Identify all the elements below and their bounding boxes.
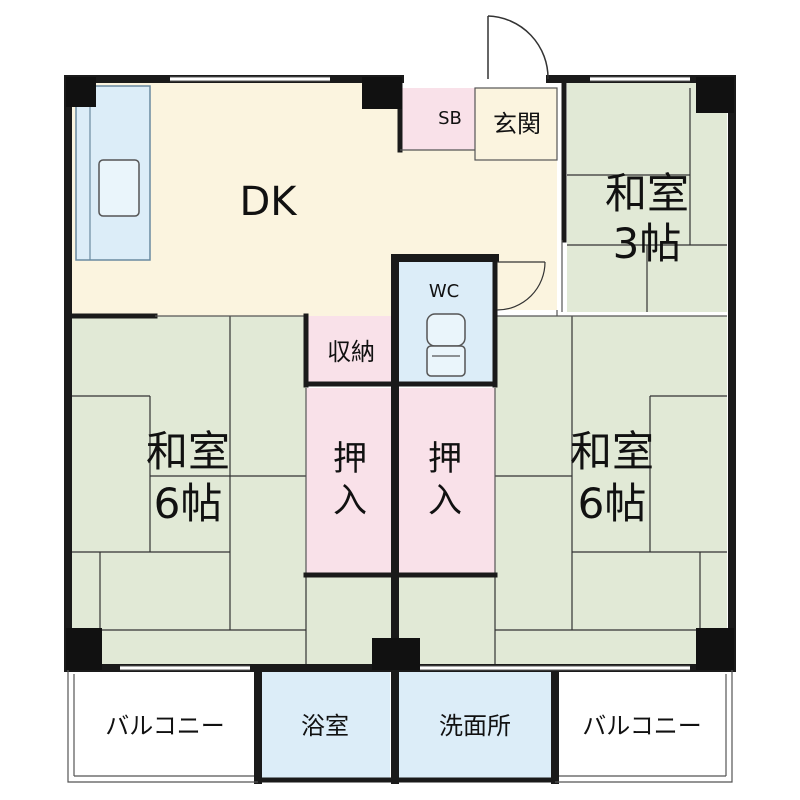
room-label-yokushitsu: 浴室 bbox=[301, 712, 349, 740]
room-label-balcony-right: バルコニー bbox=[582, 712, 702, 740]
room-label-washitsu-6-left-size: 6帖 bbox=[154, 479, 223, 528]
room-label-genkan: 玄関 bbox=[493, 110, 541, 138]
shuno-floor bbox=[306, 316, 395, 382]
room-label-oshiire-right-2: 入 bbox=[428, 481, 462, 521]
genkan-area bbox=[474, 87, 558, 161]
room-label-balcony-left: バルコニー bbox=[105, 712, 225, 740]
wc-door-swing-icon bbox=[496, 261, 546, 311]
room-label-shuno: 収納 bbox=[327, 338, 375, 366]
washitsu-6-right-floor bbox=[495, 316, 727, 666]
tatami-lines-3 bbox=[567, 88, 727, 312]
room-label-senmenjo: 洗面所 bbox=[439, 712, 511, 740]
room-label-oshiire-left-2: 入 bbox=[333, 481, 367, 521]
yokushitsu-floor bbox=[262, 670, 390, 780]
washitsu-6-left-floor bbox=[72, 316, 306, 666]
room-label-washitsu-6-right-size: 6帖 bbox=[578, 479, 647, 528]
room-label-sb: SB bbox=[438, 108, 462, 129]
room-label-washitsu-3-name: 和室 bbox=[605, 169, 689, 218]
shoe-box-area bbox=[400, 88, 475, 150]
windows bbox=[120, 77, 690, 670]
door-swing-icon bbox=[487, 15, 549, 80]
room-label-washitsu-6-left-name: 和室 bbox=[146, 427, 230, 476]
room-label-oshiire-right-1: 押 bbox=[428, 439, 462, 479]
toilet-icon bbox=[426, 313, 466, 377]
room-label-dk: DK bbox=[239, 179, 298, 225]
room-label-oshiire-left-1: 押 bbox=[333, 439, 367, 479]
room-label-washitsu-6-right-name: 和室 bbox=[570, 427, 654, 476]
kitchen-sink-icon bbox=[98, 159, 140, 217]
oshiire-right-floor bbox=[398, 388, 495, 575]
pillar bbox=[66, 77, 96, 107]
room-label-wc: WC bbox=[429, 281, 459, 302]
oshiire-left-floor bbox=[306, 388, 395, 575]
room-label-washitsu-3-size: 3帖 bbox=[613, 219, 682, 268]
senmenjo-floor bbox=[398, 670, 553, 780]
tatami-lines-6-right bbox=[494, 316, 727, 666]
